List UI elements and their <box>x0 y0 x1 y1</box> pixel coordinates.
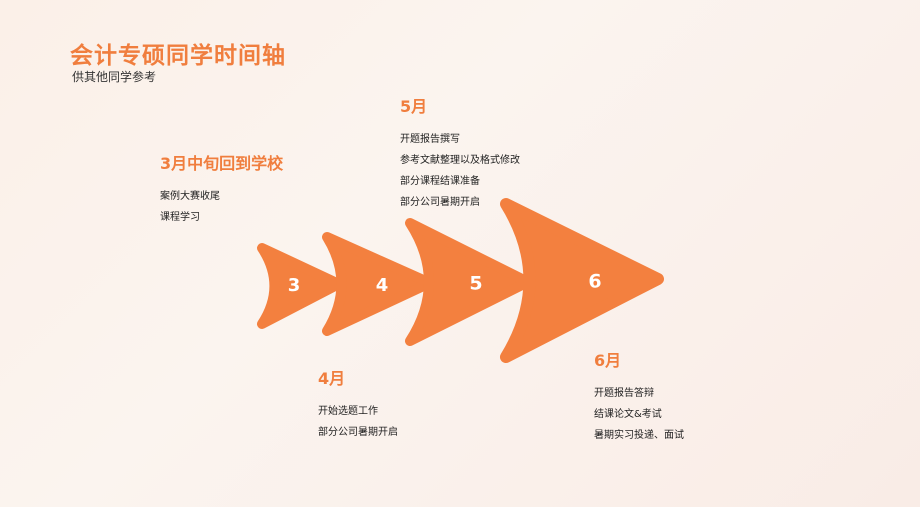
step-3-item: 课程学习 <box>160 212 200 223</box>
arrow-3-shape <box>257 243 344 329</box>
step-6-number: 6 <box>588 271 601 293</box>
step-5-block: 5月 开题报告撰写 参考文献整理以及格式修改 部分课程结课准备 部分公司暑期开启 <box>400 93 520 213</box>
step-6-month: 6月 <box>594 351 622 370</box>
step-4-item: 开始选题工作 <box>318 406 378 417</box>
step-6-block: 6月 开题报告答辩 结课论文&考试 暑期实习投递、面试 <box>594 347 684 446</box>
arrow-5-shape <box>405 218 533 346</box>
step-3-item: 案例大赛收尾 <box>160 191 220 202</box>
page-title: 会计专硕同学时间轴 <box>70 43 286 69</box>
step-4-number: 4 <box>376 275 389 296</box>
arrow-6-shape <box>500 198 664 363</box>
arrow-4-shape <box>322 232 435 336</box>
page-subtitle: 供其他同学参考 <box>72 70 157 84</box>
step-3-month: 3月中旬回到学校 <box>160 154 284 173</box>
step-3-number: 3 <box>288 275 301 296</box>
step-6-item: 开题报告答辩 <box>594 388 654 399</box>
step-3-block: 3月中旬回到学校 案例大赛收尾 课程学习 <box>160 150 283 228</box>
step-4-block: 4月 开始选题工作 部分公司暑期开启 <box>318 365 398 443</box>
step-4-item: 部分公司暑期开启 <box>318 427 398 438</box>
step-5-item: 开题报告撰写 <box>400 134 460 145</box>
step-5-number: 5 <box>469 273 482 295</box>
step-5-item: 参考文献整理以及格式修改 <box>400 155 520 166</box>
step-4-month: 4月 <box>318 369 346 388</box>
step-5-item: 部分课程结课准备 <box>400 176 480 187</box>
step-6-item: 暑期实习投递、面试 <box>594 430 684 441</box>
step-5-month: 5月 <box>400 97 428 116</box>
step-6-item: 结课论文&考试 <box>594 409 662 420</box>
step-5-item: 部分公司暑期开启 <box>400 197 480 208</box>
